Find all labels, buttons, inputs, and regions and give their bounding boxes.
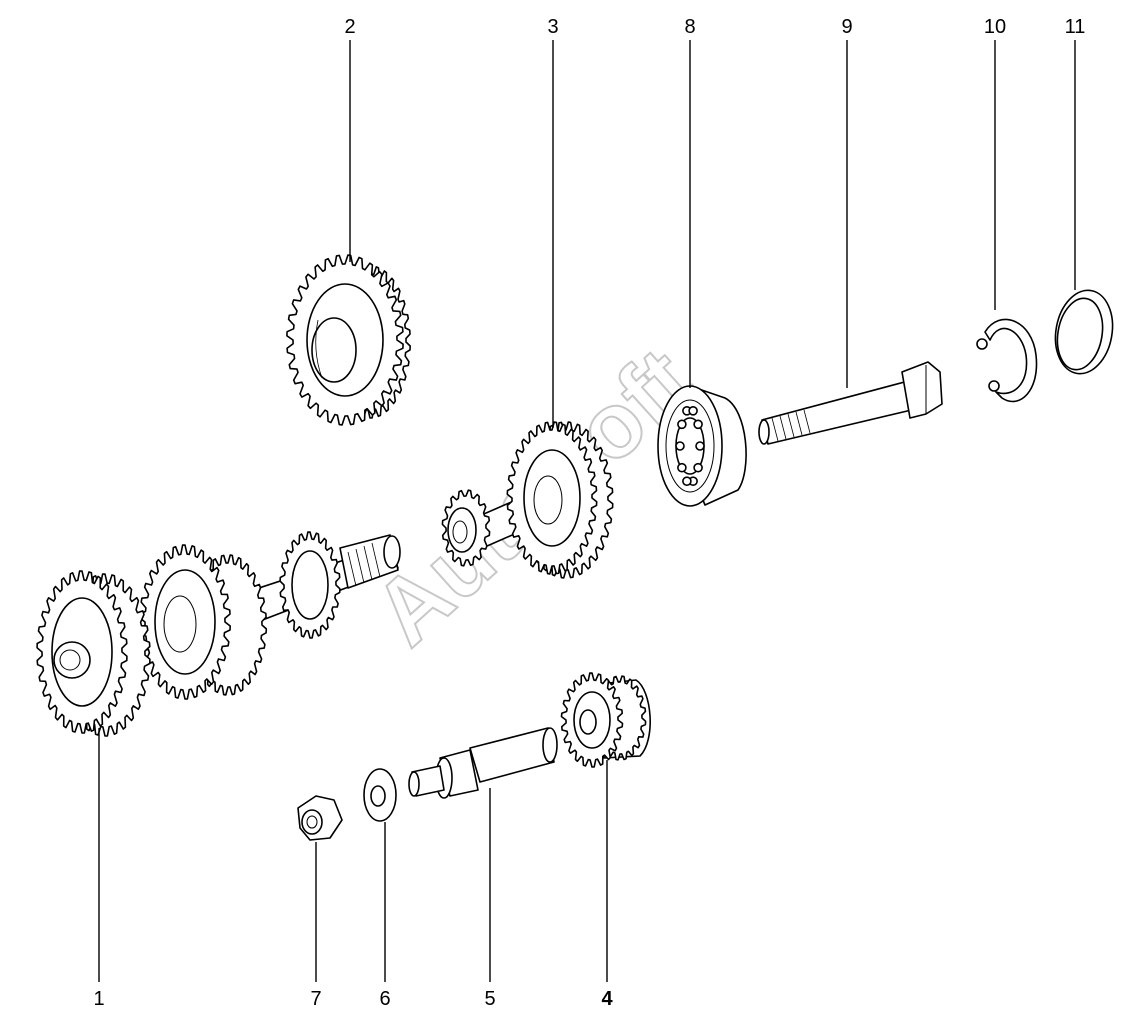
callout-8: 8 <box>684 16 695 38</box>
bearing-ball <box>675 441 685 451</box>
part-4-small-gear <box>560 672 651 768</box>
part-2-gear <box>286 254 411 426</box>
part-6-washer <box>363 768 397 822</box>
bearing-ball <box>688 405 698 416</box>
bearing-ball <box>677 419 687 430</box>
leader-lines <box>98 40 1076 982</box>
callout-6: 6 <box>379 988 390 1010</box>
callout-10: 10 <box>984 16 1006 38</box>
part-3-gear-shaft <box>441 421 614 579</box>
callout-1: 1 <box>93 988 104 1010</box>
callout-9: 9 <box>841 16 852 38</box>
part-5-stepped-pin <box>408 727 558 799</box>
bearing-ball <box>695 441 705 451</box>
callout-numbers: 2 3 8 9 10 11 1 7 6 5 4 <box>93 16 1085 1010</box>
bearing-ball <box>682 476 692 487</box>
bearing-ball <box>693 419 703 430</box>
callout-2: 2 <box>344 16 355 38</box>
part-10-circlip <box>976 318 1038 403</box>
callout-5: 5 <box>484 988 495 1010</box>
bearing-ball <box>693 462 703 473</box>
callout-7: 7 <box>310 988 321 1010</box>
part-9-bolt <box>758 361 943 445</box>
part-7-nut <box>297 795 343 841</box>
bearing-ball <box>677 462 687 473</box>
part-8-ball-bearing <box>657 385 747 507</box>
callout-4: 4 <box>601 988 613 1010</box>
callout-3: 3 <box>547 16 558 38</box>
part-11-ring <box>1054 289 1114 375</box>
callout-11: 11 <box>1065 16 1086 38</box>
part-1-countershaft <box>36 531 401 737</box>
